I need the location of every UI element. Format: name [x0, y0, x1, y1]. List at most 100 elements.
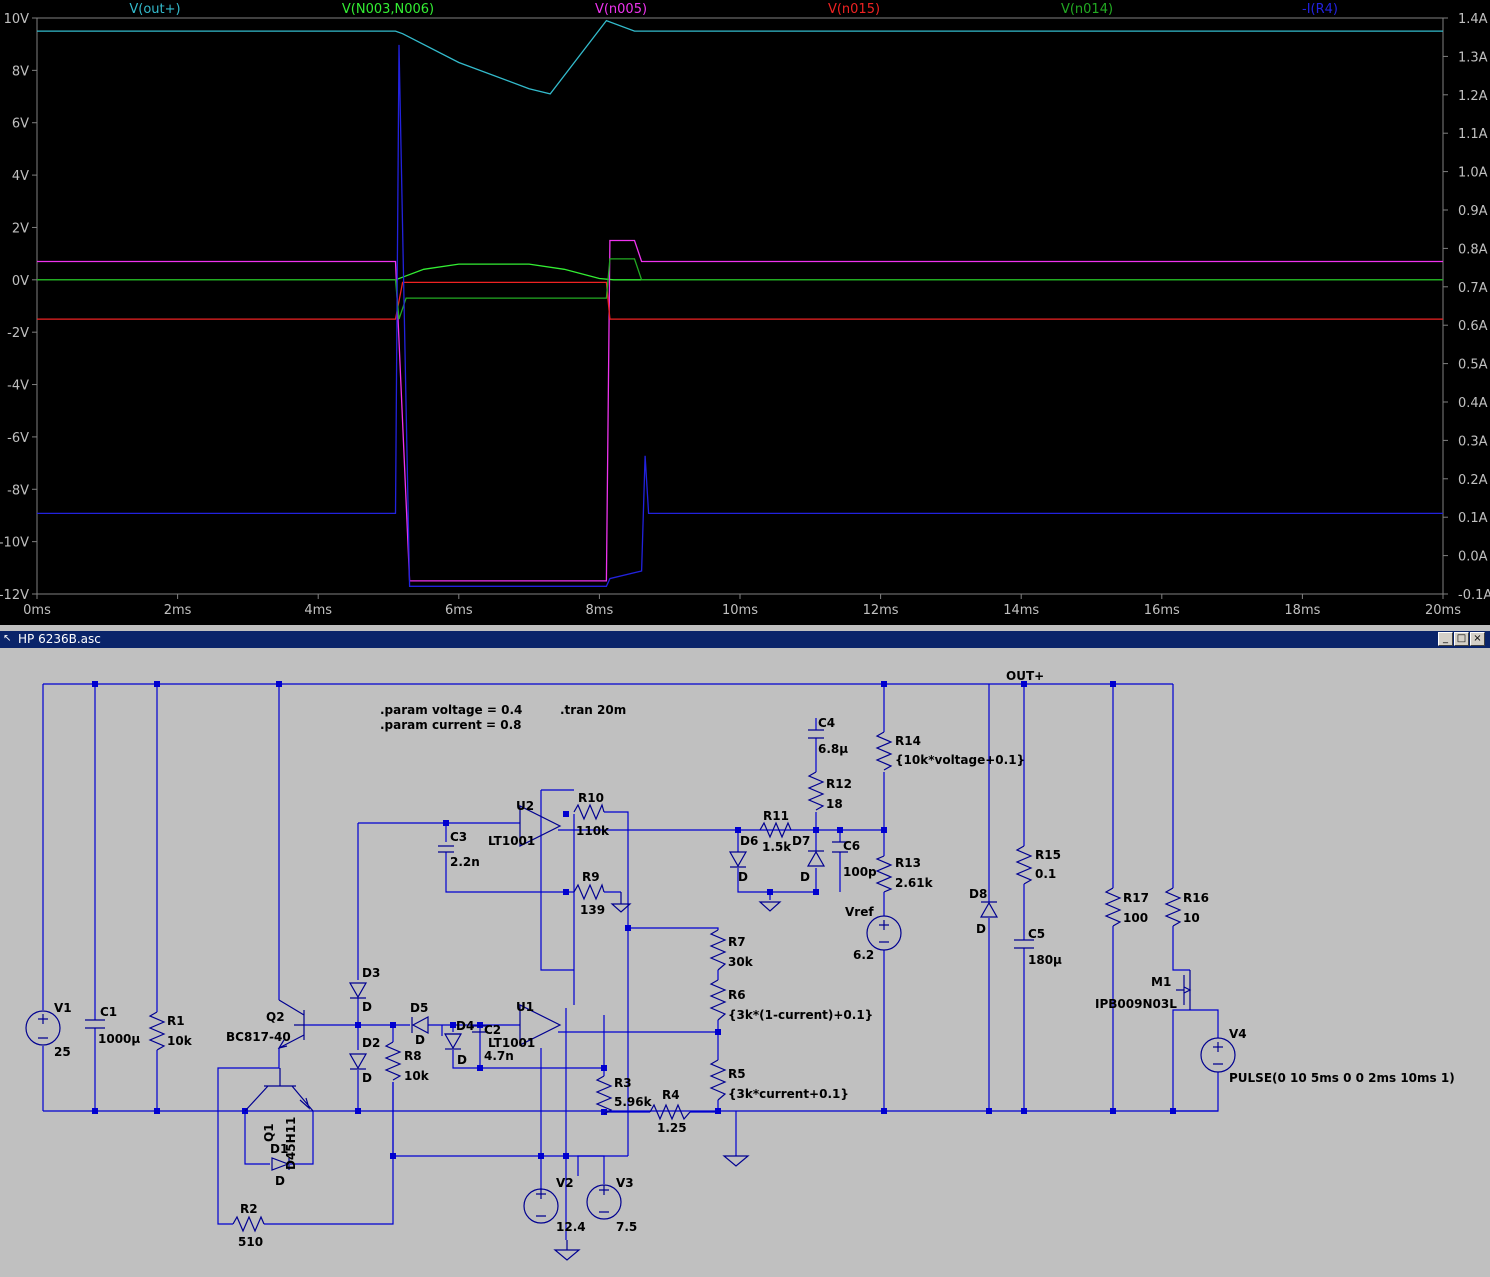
x-axis-tick-label: 20ms: [1425, 603, 1461, 618]
right-axis-tick-label: 0.9A: [1458, 204, 1488, 219]
value-C2: 4.7n: [484, 1049, 514, 1063]
value-R2: 510: [238, 1235, 263, 1249]
right-axis-tick-label: 1.2A: [1458, 89, 1488, 104]
ref-R13: R13: [895, 856, 921, 870]
value-V2: 12.4: [556, 1220, 586, 1234]
ref-R9: R9: [582, 870, 600, 884]
left-axis-tick-label: 6V: [12, 117, 29, 132]
value-R8: 10k: [404, 1069, 430, 1083]
left-axis-tick-label: 2V: [12, 221, 29, 236]
right-axis-tick-label: 0.8A: [1458, 242, 1488, 257]
ref-Q1: Q1: [262, 1123, 276, 1142]
trace-label[interactable]: V(N003,N006): [342, 2, 434, 17]
value-R17: 100: [1123, 911, 1148, 925]
schematic-text: .param voltage = 0.4 .param current = 0.…: [54, 669, 1455, 1249]
right-axis-tick-label: 0.1A: [1458, 511, 1488, 526]
value-D2: D: [362, 1071, 372, 1085]
right-axis-tick-label: 1.3A: [1458, 50, 1488, 65]
ref-R12: R12: [826, 777, 852, 791]
schematic-canvas[interactable]: .param voltage = 0.4 .param current = 0.…: [0, 648, 1490, 1277]
right-axis-tick-label: 0.2A: [1458, 473, 1488, 488]
value-D7: D: [800, 870, 810, 884]
trace--i-r4-[interactable]: [37, 44, 1443, 587]
window-title: HP 6236B.asc: [18, 632, 101, 646]
x-axis-tick-label: 12ms: [863, 603, 899, 618]
left-axis-tick-label: 8V: [12, 64, 29, 79]
value-R12: 18: [826, 797, 843, 811]
value-U2: LT1001: [488, 834, 535, 848]
ref-D3: D3: [362, 966, 380, 980]
trace-label[interactable]: -I(R4): [1302, 2, 1338, 17]
right-axis-tick-label: -0.1A: [1458, 588, 1490, 603]
value-V4: PULSE(0 10 5ms 0 0 2ms 10ms 1): [1229, 1071, 1455, 1085]
ref-D6: D6: [740, 834, 758, 848]
right-axis-tick-label: 0.5A: [1458, 358, 1488, 373]
ref-R1: R1: [167, 1014, 185, 1028]
value-C1: 1000µ: [98, 1032, 140, 1046]
ref-R10: R10: [578, 791, 604, 805]
left-axis-tick-label: 10V: [4, 12, 30, 27]
x-axis-tick-label: 10ms: [722, 603, 758, 618]
right-axis-tick-label: 1.0A: [1458, 166, 1488, 181]
minimize-button[interactable]: _: [1438, 632, 1453, 646]
value-M1: IPB009N03L: [1095, 997, 1177, 1011]
value-Vref: 6.2: [853, 948, 874, 962]
left-axis-tick-label: -2V: [7, 326, 29, 341]
x-axis-tick-label: 14ms: [1003, 603, 1039, 618]
trace-v-n003-n006-[interactable]: [37, 263, 1443, 281]
ref-R17: R17: [1123, 891, 1149, 905]
right-axis-tick-label: 1.1A: [1458, 127, 1488, 142]
value-R16: 10: [1183, 911, 1200, 925]
trace-v-n015-[interactable]: [37, 281, 1443, 320]
trace-label[interactable]: V(out+): [129, 2, 180, 17]
value-R4: 1.25: [657, 1121, 687, 1135]
left-axis-tick-label: 0V: [12, 274, 29, 289]
value-D3: D: [362, 1000, 372, 1014]
x-axis-tick-label: 4ms: [304, 603, 332, 618]
component-symbols: [25, 729, 1236, 1261]
trace-v-out-[interactable]: [37, 19, 1443, 95]
ref-V1: V1: [54, 1001, 72, 1015]
trace-v-n005-[interactable]: [37, 239, 1443, 582]
right-axis-tick-label: 1.4A: [1458, 12, 1488, 27]
x-axis-tick-label: 8ms: [586, 603, 614, 618]
ref-R3: R3: [614, 1076, 632, 1090]
x-axis-tick-label: 18ms: [1284, 603, 1320, 618]
ref-R2: R2: [240, 1202, 258, 1216]
ref-R4: R4: [662, 1088, 680, 1102]
ref-R7: R7: [728, 935, 746, 949]
value-R7: 30k: [728, 955, 754, 969]
value-R6: {3k*(1-current)+0.1}: [728, 1008, 873, 1022]
value-D4: D: [457, 1053, 467, 1067]
left-axis-tick-label: -4V: [7, 379, 29, 394]
trace-v-n014-[interactable]: [37, 258, 1443, 320]
value-D8: D: [976, 922, 986, 936]
value-C3: 2.2n: [450, 855, 480, 869]
ref-Q2: Q2: [266, 1010, 285, 1024]
pane-separator[interactable]: [0, 625, 1490, 631]
ref-D2: D2: [362, 1036, 380, 1050]
ref-D1: D1: [270, 1142, 288, 1156]
value-U1: LT1001: [488, 1036, 535, 1050]
trace-label[interactable]: V(n015): [828, 2, 880, 17]
value-R13: 2.61k: [895, 876, 934, 890]
left-axis-tick-label: -10V: [0, 536, 29, 551]
right-axis-tick-label: 0.7A: [1458, 281, 1488, 296]
ref-R11: R11: [763, 809, 789, 823]
directive-tran: .tran 20m: [560, 703, 626, 717]
schematic-window-titlebar[interactable]: ↖ HP 6236B.asc _ □ ×: [0, 631, 1490, 648]
ref-D7: D7: [792, 834, 810, 848]
value-V1: 25: [54, 1045, 71, 1059]
value-D5: D: [415, 1033, 425, 1047]
close-button[interactable]: ×: [1470, 632, 1485, 646]
ref-V3: V3: [616, 1176, 634, 1190]
trace-label[interactable]: V(n014): [1061, 2, 1113, 17]
left-axis-tick-label: 4V: [12, 169, 29, 184]
maximize-button[interactable]: □: [1454, 632, 1469, 646]
trace-label[interactable]: V(n005): [595, 2, 647, 17]
ref-D4: D4: [456, 1019, 474, 1033]
x-axis-tick-label: 2ms: [164, 603, 192, 618]
ref-Vref: Vref: [845, 905, 874, 919]
